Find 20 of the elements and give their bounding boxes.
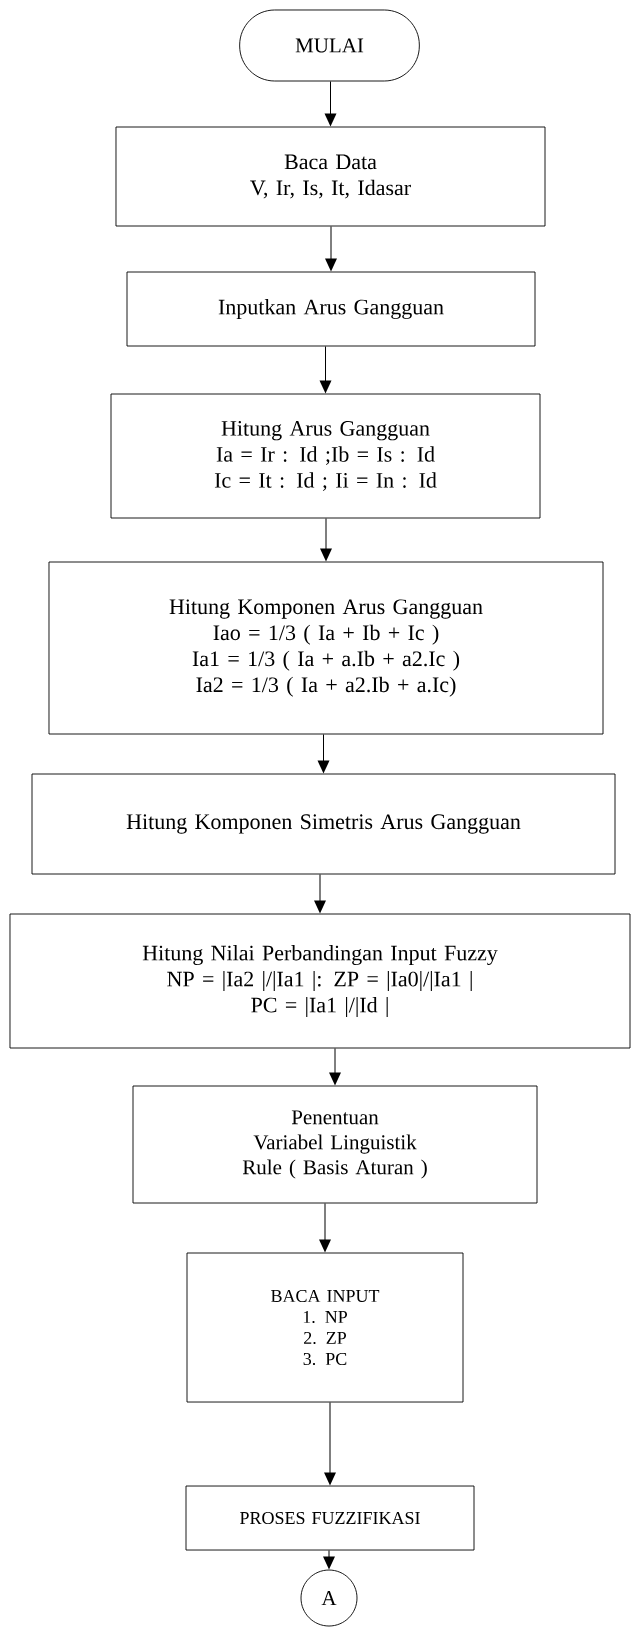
arrow [323,1549,335,1570]
process-box: Baca Data V, Ir, Is, It, Idasar [115,126,546,227]
arrow [319,1202,331,1253]
process-box: PROSES FUZZIFIKASI [185,1485,475,1551]
arrow [314,873,326,914]
process-box: Penentuan Variabel Linguistik Rule ( Basis Aturan ) [132,1085,538,1204]
process-box: Hitung Arus Gangguan Ia = Ir : Id ;Ib = Is : Id Ic = It : Id ; Ii = In : Id [110,393,541,519]
start-terminator: MULAI [239,9,420,82]
process-box: Hitung Nilai Perbandingan Input Fuzzy NP = |Ia2 |/|Ia1 |: ZP = |Ia0|/|Ia1 | PC = |Ia1 |/|Id | [9,913,631,1049]
arrow [324,1401,336,1486]
process-box: Inputkan Arus Gangguan [126,271,536,347]
input-box: BACA INPUT 1. NP 2. ZP 3. PC [186,1252,464,1403]
arrow [319,345,332,394]
arrow [329,1047,341,1086]
arrow [324,80,337,127]
arrow [320,517,332,562]
process-box: Hitung Komponen Simetris Arus Gangguan [31,773,616,875]
arrow [325,225,337,272]
arrow [317,733,330,774]
process-box: Hitung Komponen Arus Gangguan Iao = 1/3 ( Ia + Ib + Ic ) Ia1 = 1/3 ( Ia + a.Ib + a2.Ic ) Ia2 = 1/3 ( Ia + a2.Ib + a.Ic) [48,561,604,735]
